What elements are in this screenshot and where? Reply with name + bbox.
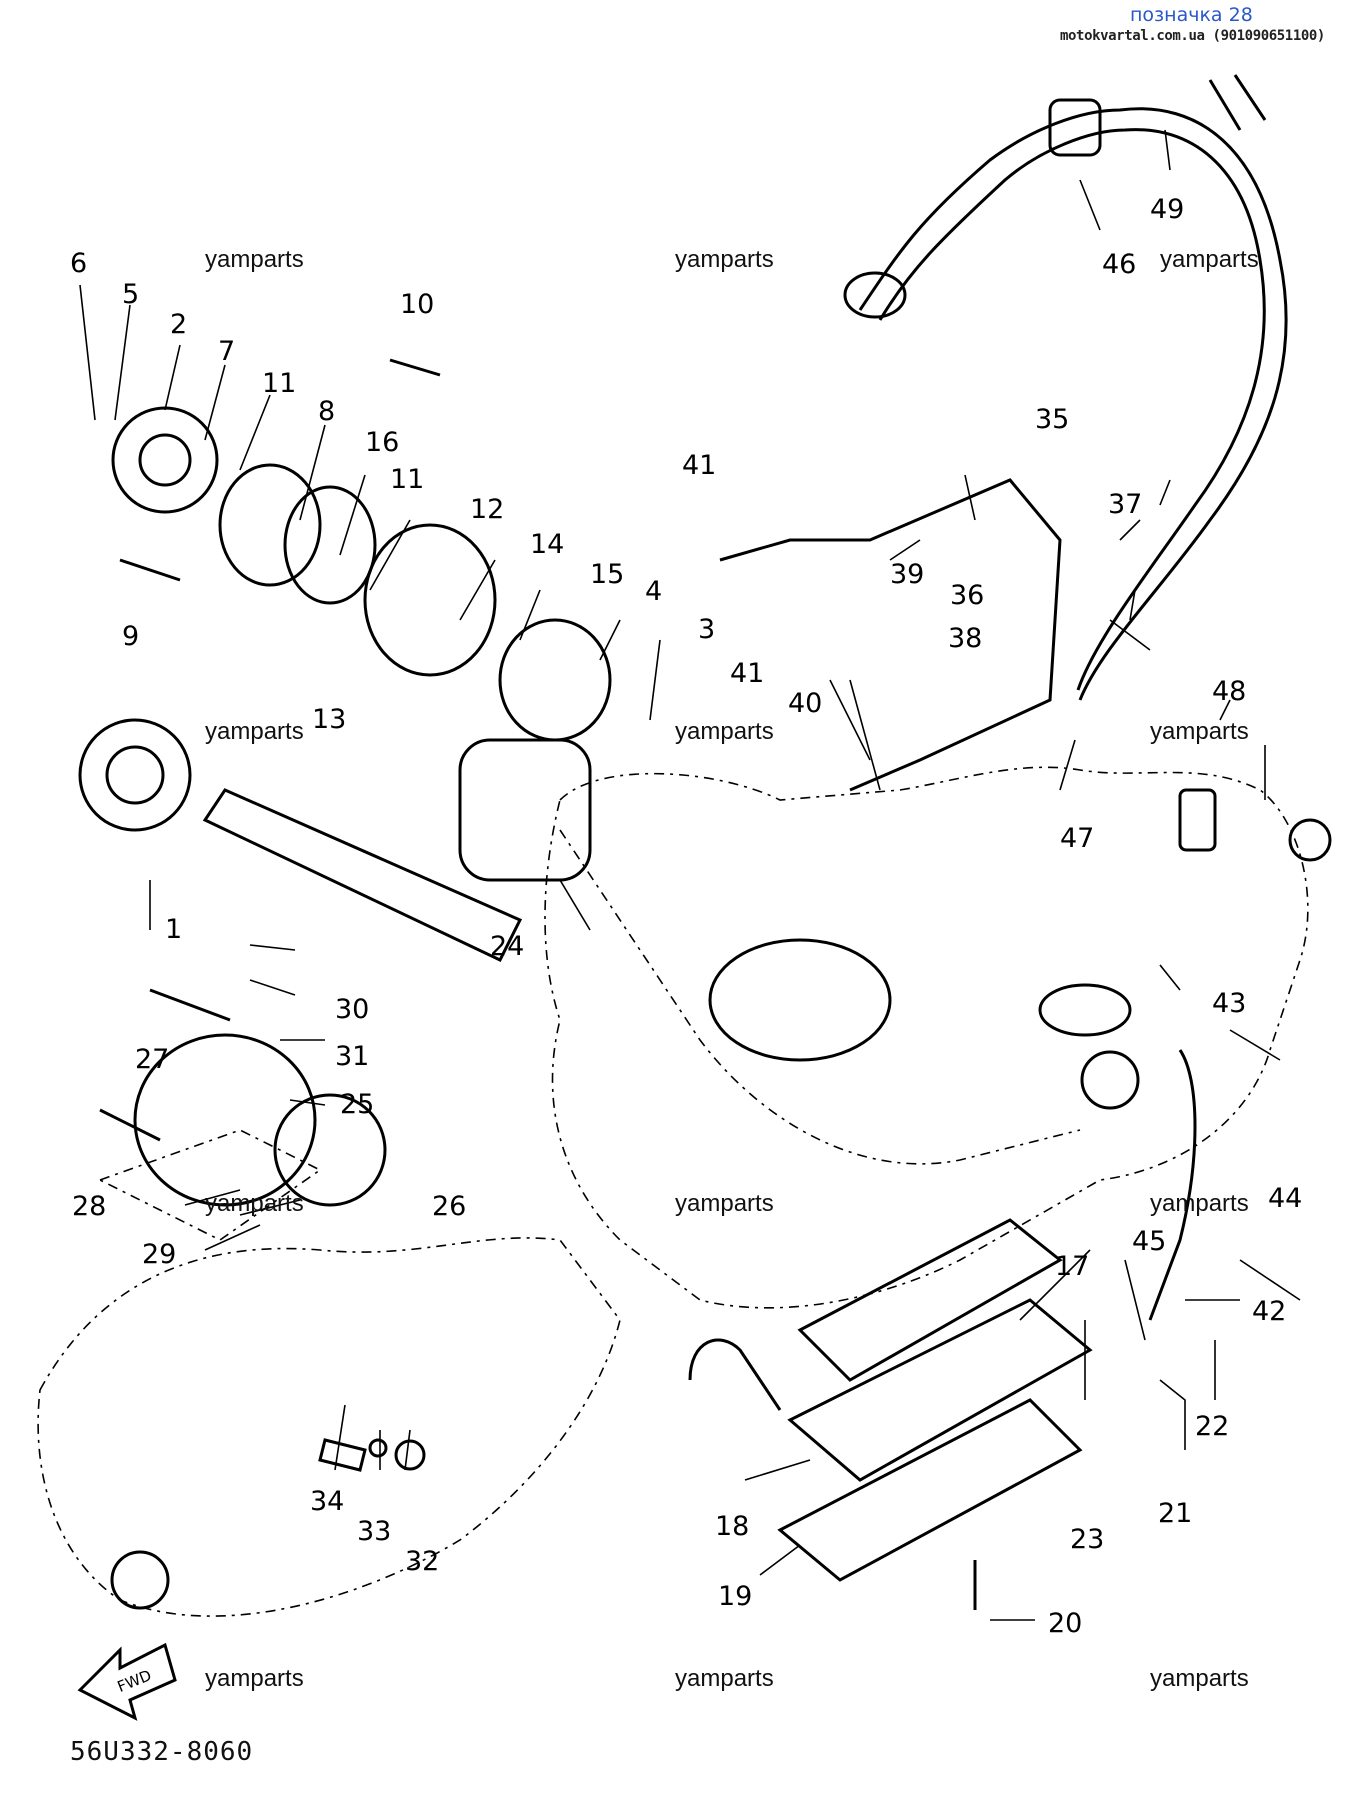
part-label: 14 <box>530 529 564 560</box>
part-label: 42 <box>1252 1296 1286 1327</box>
part-label: 31 <box>335 1041 369 1072</box>
part-label: 32 <box>405 1546 439 1577</box>
part-label: 5 <box>122 279 139 310</box>
watermark: yamparts <box>675 718 774 745</box>
part-label: 7 <box>218 336 235 367</box>
part-label: 30 <box>335 994 369 1025</box>
part-label: 20 <box>1048 1608 1082 1639</box>
part-label: 36 <box>950 580 984 611</box>
watermark: yamparts <box>205 718 304 745</box>
part-label: 34 <box>310 1486 344 1517</box>
part-label: 29 <box>142 1239 176 1270</box>
part-label: 11 <box>262 368 296 399</box>
part-label: 19 <box>718 1581 752 1612</box>
part-label: 16 <box>365 427 399 458</box>
part-label: 41 <box>682 450 716 481</box>
part-label: 18 <box>715 1511 749 1542</box>
watermark: yamparts <box>1160 246 1259 273</box>
part-label: 21 <box>1158 1498 1192 1529</box>
part-label: 44 <box>1268 1183 1302 1214</box>
part-number-labels: 1 2 3 4 5 6 7 8 9 10 11 11 12 13 14 15 1… <box>70 194 1302 1639</box>
pump-parts <box>78 358 612 1472</box>
part-label: 47 <box>1060 823 1094 854</box>
part-label: 13 <box>312 704 346 735</box>
part-label: 39 <box>890 559 924 590</box>
header-source: motokvartal.com.ua (901090651100) <box>1060 28 1325 44</box>
strainer-cover <box>688 1049 1197 1610</box>
part-label: 26 <box>432 1191 466 1222</box>
part-label: 48 <box>1212 676 1246 707</box>
part-label: 17 <box>1055 1251 1089 1282</box>
part-label: 12 <box>470 494 504 525</box>
part-label: 1 <box>165 914 182 945</box>
part-label: 41 <box>730 658 764 689</box>
part-label: 3 <box>698 614 715 645</box>
oil-delivery-pipe <box>719 478 1062 792</box>
part-label: 38 <box>948 623 982 654</box>
diagram-code: 56U332-8060 <box>70 1737 254 1767</box>
header-tag: позначка 28 <box>1130 4 1253 26</box>
part-label: 25 <box>340 1089 374 1120</box>
part-label: 43 <box>1212 988 1246 1019</box>
part-label: 40 <box>788 688 822 719</box>
watermark: yamparts <box>205 246 304 273</box>
part-label: 9 <box>122 621 139 652</box>
leader-lines <box>79 129 1301 1621</box>
part-label: 33 <box>357 1516 391 1547</box>
watermark: yamparts <box>675 1190 774 1217</box>
part-label: 37 <box>1108 489 1142 520</box>
part-label: 27 <box>135 1044 169 1075</box>
watermark: yamparts <box>675 1665 774 1692</box>
part-label: 10 <box>400 289 434 320</box>
part-label: 22 <box>1195 1411 1229 1442</box>
part-label: 8 <box>318 396 335 427</box>
part-label: 23 <box>1070 1524 1104 1555</box>
part-label: 45 <box>1132 1226 1166 1257</box>
watermark: yamparts <box>1150 1665 1249 1692</box>
watermark: yamparts <box>675 246 774 273</box>
part-label: 28 <box>72 1191 106 1222</box>
part-label: 15 <box>590 559 624 590</box>
part-label: 11 <box>390 464 424 495</box>
watermark: yamparts <box>205 1665 304 1692</box>
watermark: yamparts <box>1150 1190 1249 1217</box>
watermark: yamparts <box>205 1190 304 1217</box>
crankcase-outline <box>37 766 1332 1617</box>
part-label: 4 <box>645 576 662 607</box>
part-label: 6 <box>70 248 87 279</box>
part-label: 46 <box>1102 249 1136 280</box>
part-label: 49 <box>1150 194 1184 225</box>
watermark: yamparts <box>1150 718 1249 745</box>
fwd-arrow-icon: FWD <box>77 1642 177 1721</box>
part-label: 35 <box>1035 404 1069 435</box>
part-label: 24 <box>490 931 524 962</box>
part-label: 2 <box>170 309 187 340</box>
oil-hose-assembly <box>843 74 1288 701</box>
